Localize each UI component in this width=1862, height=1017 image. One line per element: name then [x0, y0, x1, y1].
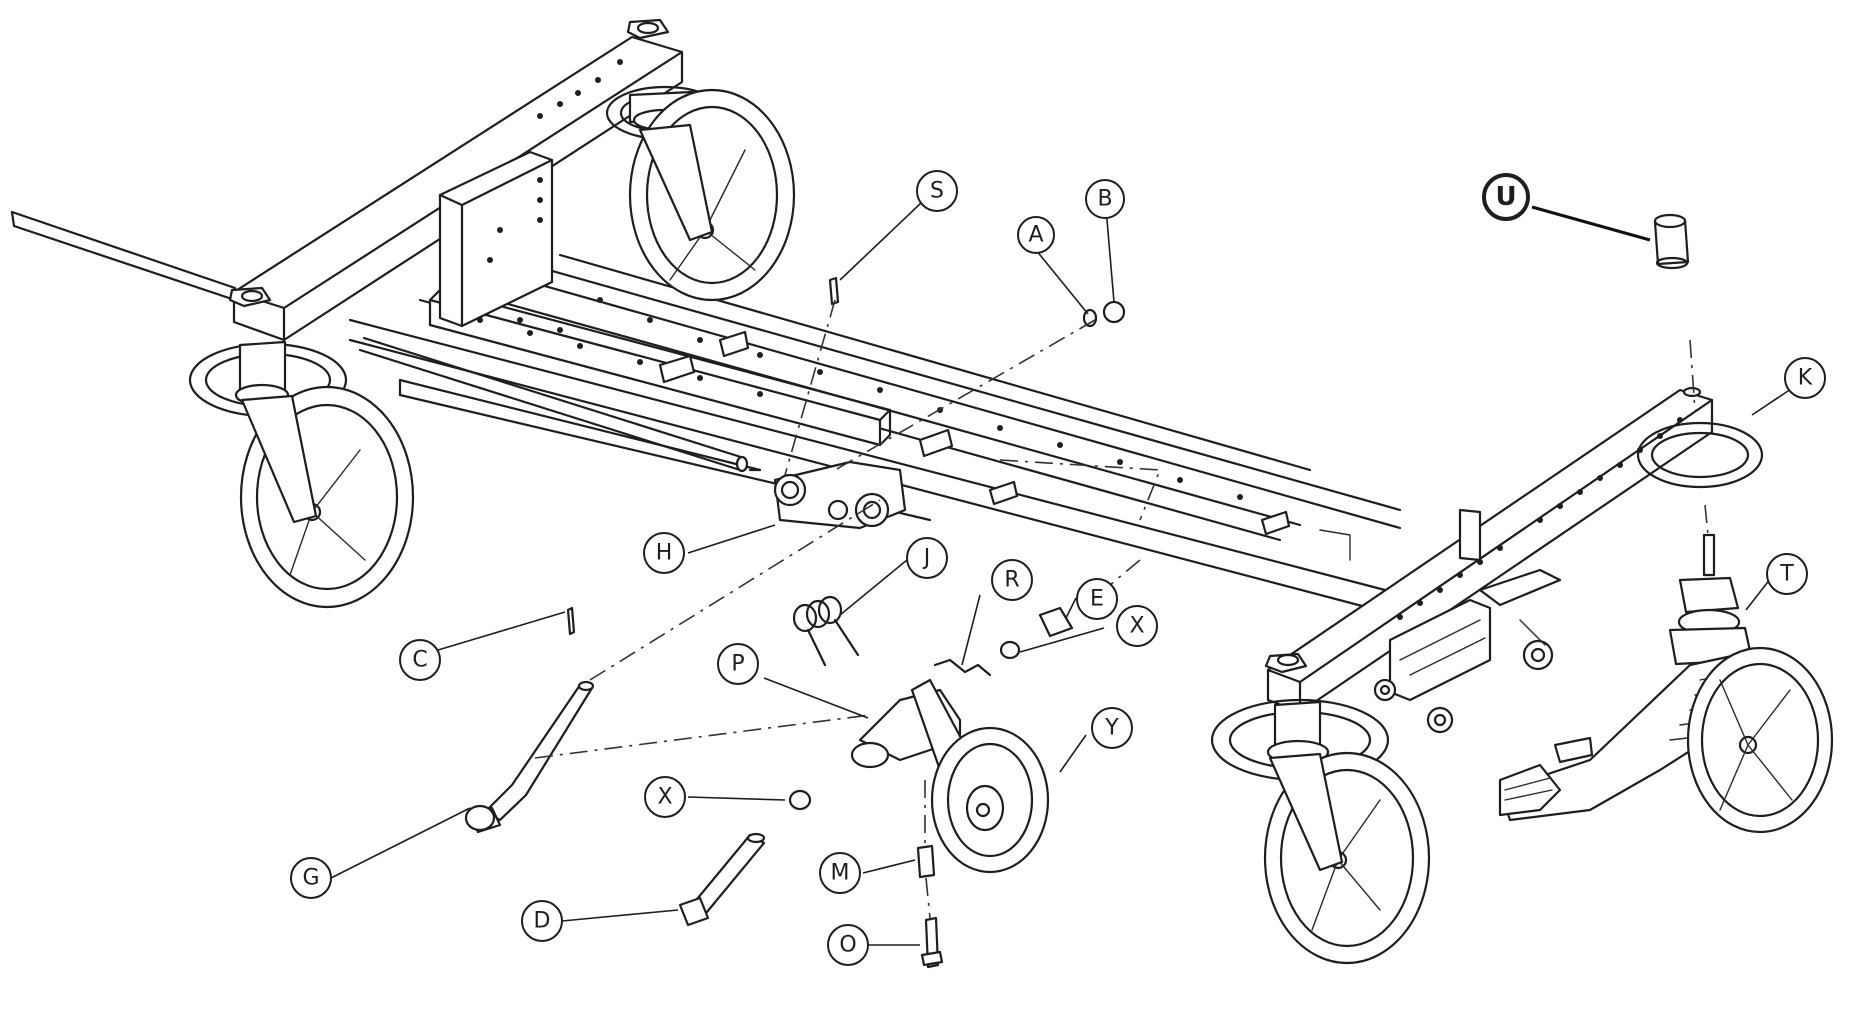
callout-d: D	[521, 900, 563, 942]
svg-text:Y: Y	[1104, 716, 1119, 741]
svg-text:R: R	[1004, 568, 1019, 593]
handle-rod	[10, 210, 237, 302]
callout-o: O	[827, 924, 869, 966]
part-x-washer-1	[999, 640, 1021, 660]
assembly-lines	[534, 299, 1709, 919]
cart-frame	[10, 18, 1714, 734]
rail-tab-4	[1260, 510, 1291, 536]
pivot-caster-assembly	[1498, 533, 1834, 834]
part-h-block	[773, 460, 907, 530]
svg-text:J: J	[922, 546, 931, 571]
callout-m: M	[819, 852, 861, 894]
part-d-bolt	[678, 832, 766, 927]
rail-tab-2	[718, 330, 750, 358]
front-mechanism	[1319, 508, 1562, 734]
rail-tab-1	[658, 354, 696, 384]
callout-p: P	[717, 643, 759, 685]
caster-wheel-rear-top	[605, 85, 796, 302]
part-x-washer-2	[788, 789, 812, 811]
svg-text:C: C	[412, 648, 427, 673]
part-e-bushing	[1038, 606, 1074, 638]
callout-x-lower: X	[644, 776, 686, 818]
leader-lines	[330, 202, 1798, 946]
front-cross-beam	[1264, 386, 1714, 714]
callout-b: B	[1085, 179, 1125, 219]
callout-s: S	[916, 170, 958, 212]
part-u-cap	[1653, 213, 1690, 270]
caster-wheel-front-left	[1210, 698, 1431, 965]
part-p-y-small-caster	[850, 678, 1050, 874]
callout-y: Y	[1091, 707, 1133, 749]
caster-wheel-front-right	[1636, 421, 1764, 489]
callout-h: H	[643, 532, 685, 574]
part-r-clip	[933, 658, 992, 677]
callout-c: C	[399, 639, 441, 681]
svg-text:S: S	[930, 179, 944, 204]
svg-text:O: O	[839, 933, 856, 958]
part-j-springs	[792, 595, 860, 667]
part-m-sleeve	[916, 844, 936, 879]
part-s-pin	[828, 276, 840, 306]
svg-text:B: B	[1097, 187, 1112, 212]
part-g-crank	[464, 680, 595, 834]
rail-tab-3	[988, 480, 1019, 506]
callout-t: T	[1766, 553, 1808, 595]
svg-text:X: X	[657, 785, 672, 810]
callout-r: R	[991, 559, 1033, 601]
inner-tube	[428, 288, 892, 447]
svg-text:G: G	[302, 866, 319, 891]
callout-g: G	[290, 857, 332, 899]
part-o-bolt	[920, 916, 944, 969]
svg-text:T: T	[1779, 562, 1794, 587]
round-rod	[358, 336, 749, 473]
callout-k: K	[1784, 357, 1826, 399]
callout-u: U	[1482, 173, 1530, 221]
callout-a: A	[1017, 216, 1055, 254]
upright-bracket-plate	[438, 150, 554, 328]
svg-text:E: E	[1090, 587, 1104, 612]
svg-text:X: X	[1129, 614, 1144, 639]
svg-text:K: K	[1798, 366, 1813, 391]
svg-text:P: P	[731, 652, 744, 677]
svg-text:D: D	[534, 909, 551, 934]
svg-text:U: U	[1495, 182, 1516, 212]
rail-tab-5	[918, 428, 954, 458]
part-c-pin	[566, 606, 576, 636]
callout-x-upper: X	[1116, 605, 1158, 647]
callout-e: E	[1076, 578, 1118, 620]
svg-text:A: A	[1028, 223, 1043, 248]
part-b-washer	[1102, 300, 1126, 324]
svg-text:H: H	[656, 541, 673, 566]
caster-wheel-rear-left	[188, 340, 415, 609]
svg-text:M: M	[831, 861, 850, 886]
callout-j: J	[906, 537, 948, 579]
